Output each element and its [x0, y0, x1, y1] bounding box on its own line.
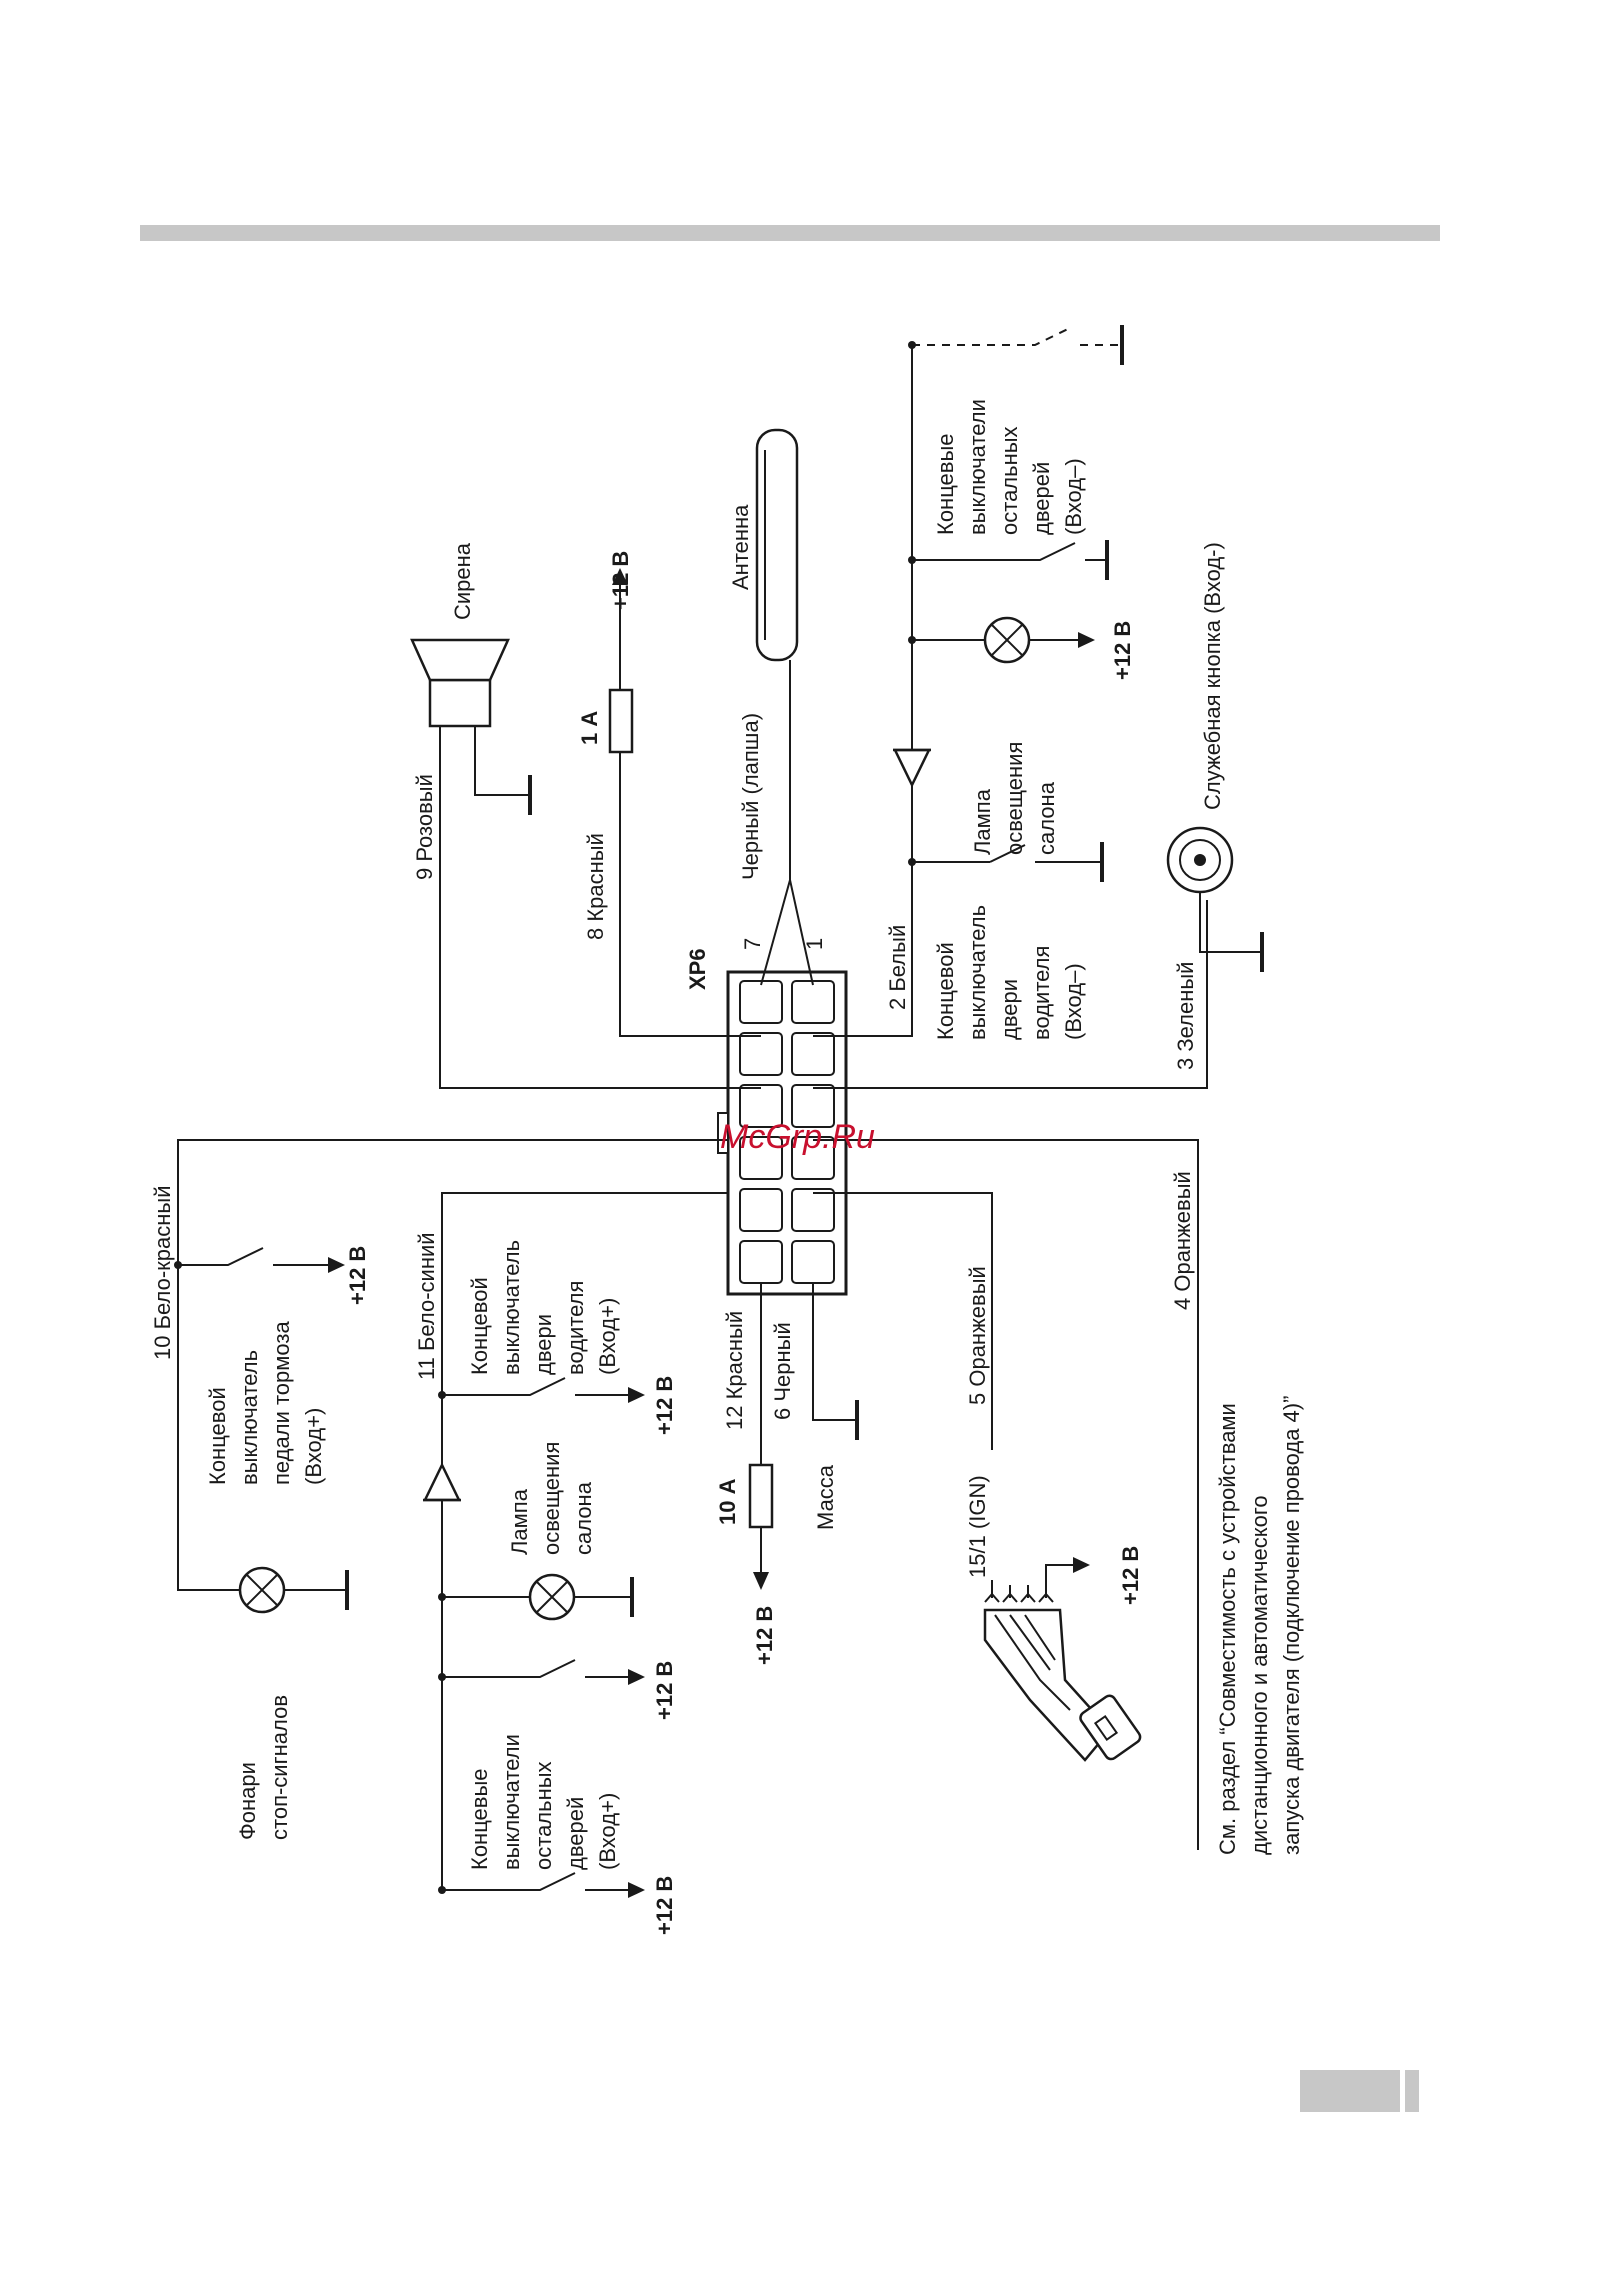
pin-cavity [791, 1032, 835, 1076]
driver-door-switch-bottom-line4: водителя [563, 1281, 588, 1375]
ign-label: 15/1 (IGN) [965, 1475, 990, 1578]
cabin-lamp-bottom-line3: салона [571, 1481, 596, 1555]
connector-label: XP6 [685, 948, 710, 990]
arrow-down-icon [753, 1572, 769, 1590]
fuse-10a-label: 10 А [715, 1478, 740, 1525]
driver-door-switch-top-line1: Концевой [933, 942, 958, 1040]
connector-xp6 [717, 970, 848, 1296]
siren-icon [410, 638, 532, 815]
driver-door-switch-top-line4: водителя [1029, 946, 1054, 1040]
wire-6-label: 6 Черный [770, 1322, 795, 1420]
cabin-lamp-top-line3: салона [1034, 781, 1059, 855]
plus12-lamp-label: +12 В [1110, 621, 1135, 680]
ignition-switch-icon [983, 1557, 1142, 1762]
watermark: McGrp.Ru [720, 1118, 875, 1156]
brake-switch-line1: Концевой [205, 1387, 230, 1485]
driver-door-switch-bottom-line1: Концевой [467, 1277, 492, 1375]
fuse-10a-icon [748, 1463, 774, 1529]
arrow-right-icon [628, 1387, 645, 1403]
cabin-lamp-top-icon [983, 616, 1031, 664]
pin-cavity [739, 1136, 783, 1180]
stop-lamps-line1: Фонари [235, 1762, 260, 1840]
other-doors-top-line1: Концевые [933, 433, 958, 535]
service-button-icon [1166, 826, 1264, 972]
page-tab [1300, 2070, 1400, 2112]
driver-door-switch-top-line5: (Вход–) [1061, 963, 1086, 1040]
driver-door-switch-bottom-line5: (Вход+) [595, 1298, 620, 1375]
plus12-red-label: +12 В [608, 551, 633, 610]
cabin-lamp-bottom-line1: Лампа [507, 1488, 532, 1555]
brake-switch-line3: педали тормоза [269, 1321, 294, 1485]
arrow-right-icon [628, 1882, 645, 1898]
cabin-lamp-top-line1: Лампа [970, 788, 995, 855]
diode-icon [423, 1462, 461, 1502]
fuse-1a-icon [608, 688, 634, 754]
driver-door-switch-bottom-line2: выключатель [499, 1240, 524, 1375]
arrow-right-icon [1078, 632, 1095, 648]
wire-2-label: 2 Белый [885, 925, 910, 1010]
pin-cavity [791, 1136, 835, 1180]
brake-switch-line2: выключатель [237, 1350, 262, 1485]
plus12-other-label: +12 В [652, 1661, 677, 1720]
plus12-brake-label: +12 В [345, 1246, 370, 1305]
cabin-lamp-bottom-line2: освещения [539, 1442, 564, 1555]
pin-cavity [791, 1084, 835, 1128]
driver-door-switch-bottom-line3: двери [531, 1314, 556, 1375]
wire-5-label: 5 Оранжевый [965, 1266, 990, 1405]
pin-cavity [739, 1188, 783, 1232]
other-doors-bottom-line2: выключатели [499, 1734, 524, 1870]
stop-lamps-line2: стоп-сигналов [267, 1695, 292, 1840]
pin-cavity [739, 980, 783, 1024]
other-doors-top-line3: остальных [997, 426, 1022, 535]
stop-lamps-icon [238, 1566, 286, 1614]
wire-4-label: 4 Оранжевый [1170, 1171, 1195, 1310]
other-doors-bottom-line3: остальных [531, 1761, 556, 1870]
wire-3-label: 3 Зеленый [1173, 962, 1198, 1070]
cabin-lamp-bottom-icon [528, 1573, 576, 1621]
other-doors-bottom-line5: (Вход+) [595, 1793, 620, 1870]
pin-1-label: 1 [802, 938, 827, 950]
driver-door-switch-top-line3: двери [997, 979, 1022, 1040]
other-doors-bottom-line1: Концевые [467, 1768, 492, 1870]
diode-icon [893, 748, 931, 788]
wire-8-label: 8 Красный [583, 833, 608, 940]
driver-door-switch-top-line2: выключатель [965, 905, 990, 1040]
note-line3: запуска двигателя (подключение провода 4… [1279, 1396, 1304, 1855]
brake-switch-line4: (Вход+) [301, 1408, 326, 1485]
other-doors-bottom-line4: дверей [563, 1797, 588, 1870]
note-line2: дистанционного и автоматического [1247, 1495, 1272, 1855]
plus12-ign-label: +12 В [1118, 1546, 1143, 1605]
page-tab-bar [1405, 2070, 1419, 2112]
antenna-wire-label: Черный (лапша) [738, 713, 763, 880]
fuse-1a-label: 1 А [577, 711, 602, 745]
pin-cavity [791, 1188, 835, 1232]
wire-11-label: 11 Бело-синий [414, 1232, 439, 1380]
wire-9-label: 9 Розовый [412, 774, 437, 880]
service-button-label: Служебная кнопка (Вход-) [1200, 542, 1225, 810]
antenna-label: Антенна [728, 504, 753, 590]
pin-cavity [739, 1032, 783, 1076]
plus12-fuse-label: +12 В [752, 1606, 777, 1665]
pin-cavity [739, 1084, 783, 1128]
other-doors-top-line2: выключатели [965, 399, 990, 535]
plus12-driver-label: +12 В [652, 1376, 677, 1435]
wire-10-label: 10 Бело-красный [150, 1185, 175, 1360]
other-doors-top-line5: (Вход–) [1061, 458, 1086, 535]
note-line1: См. раздел “Совместимость с устройствами [1215, 1403, 1240, 1855]
siren-label: Сирена [450, 542, 475, 620]
ground-label: Масса [813, 1464, 838, 1530]
antenna-icon [755, 428, 799, 680]
arrow-right-icon [328, 1257, 345, 1273]
wire-12-label: 12 Красный [722, 1311, 747, 1430]
plus12-other2-label: +12 В [652, 1876, 677, 1935]
other-doors-top-line4: дверей [1029, 462, 1054, 535]
header-bar [140, 225, 1440, 241]
cabin-lamp-top-line2: освещения [1002, 742, 1027, 855]
arrow-right-icon [628, 1669, 645, 1685]
pin-7-label: 7 [740, 938, 765, 950]
arrow-up-icon [612, 568, 628, 585]
